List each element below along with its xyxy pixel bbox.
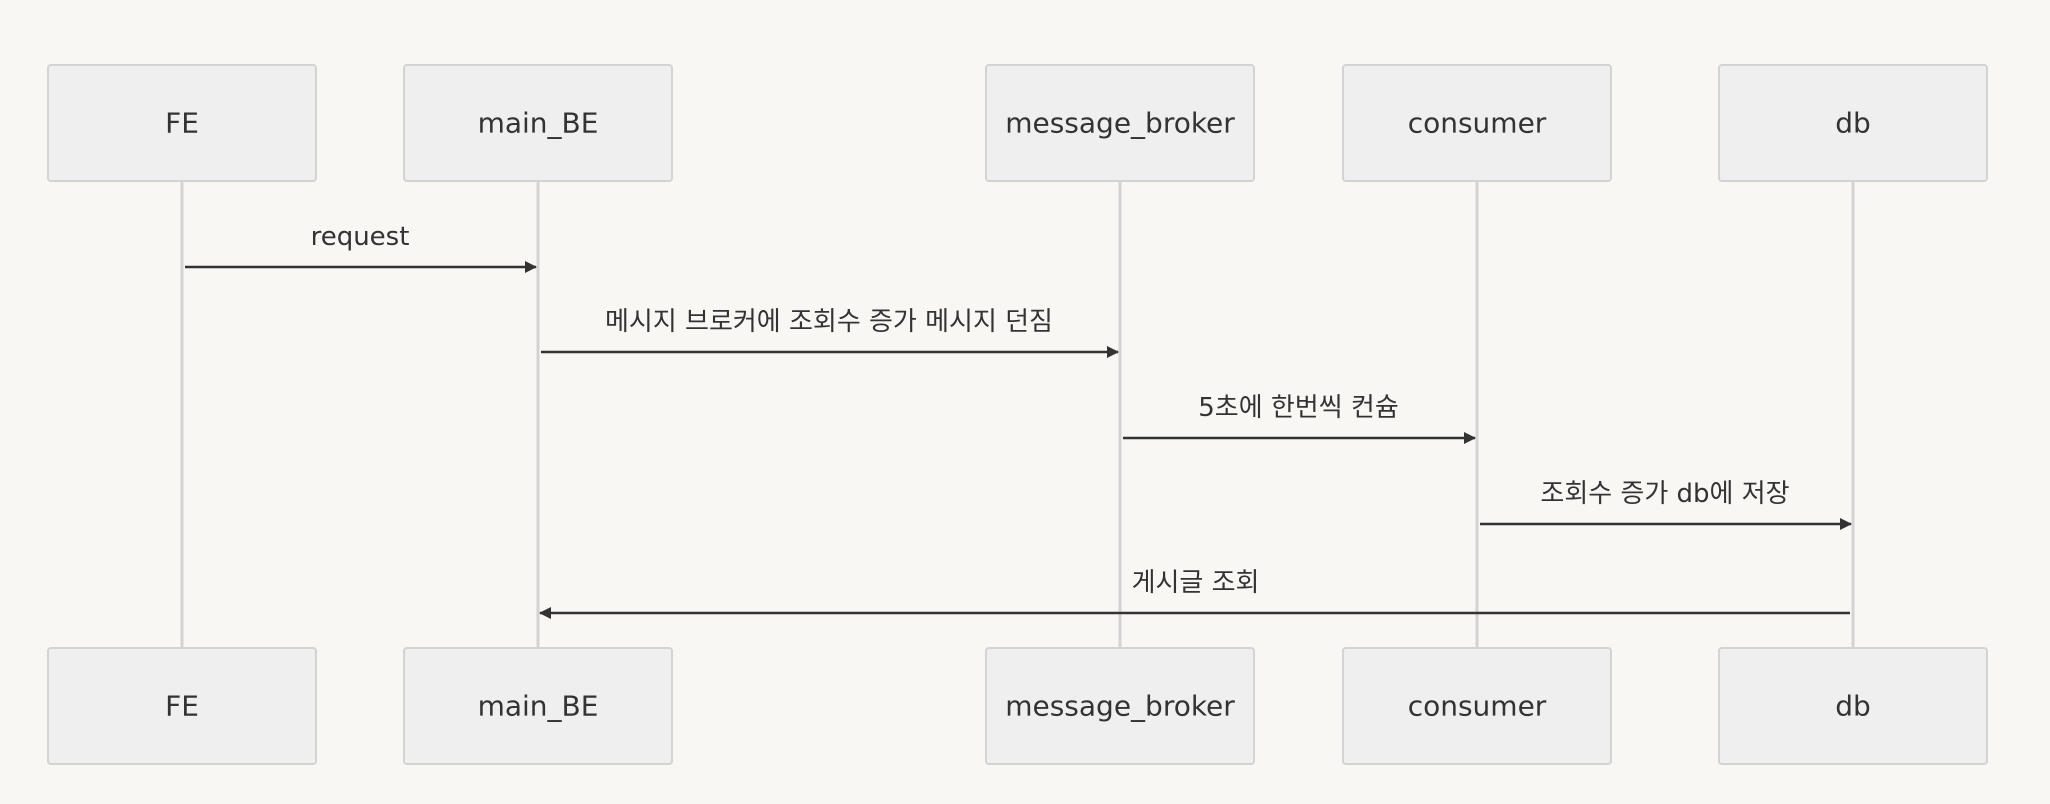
message-5: 게시글 조회: [539, 568, 1850, 619]
actors-bottom: FE main_BE message_broker consumer db: [47, 647, 1988, 765]
actor-label: FE: [165, 107, 199, 140]
actor-box: [1342, 647, 1612, 765]
message-3: 5초에 한번씩 컨슘: [1123, 393, 1476, 444]
actor-label: db: [1835, 690, 1871, 723]
actor-consumer-top: consumer: [1342, 64, 1612, 182]
actor-label: consumer: [1408, 107, 1547, 140]
actor-consumer-bottom: consumer: [1342, 647, 1612, 765]
actor-box: [403, 64, 673, 182]
messages: request 메시지 브로커에 조회수 증가 메시지 던짐 5초에 한번씩 컨슘조…: [185, 222, 1852, 619]
actor-box: [1342, 64, 1612, 182]
actor-label: message_broker: [1005, 690, 1235, 723]
actor-box: [985, 647, 1255, 765]
message-label: 5초에 한번씩 컨슘: [1198, 393, 1399, 423]
actor-box: [1718, 64, 1988, 182]
actor-box: [403, 647, 673, 765]
actor-label: message_broker: [1005, 107, 1235, 140]
actor-message_broker-bottom: message_broker: [985, 647, 1255, 765]
message-2: 메시지 브로커에 조회수 증가 메시지 던짐: [541, 307, 1119, 358]
message-1: request: [185, 222, 537, 273]
message-label: 조회수 증가 db에 저장: [1540, 479, 1789, 509]
actor-box: [47, 647, 317, 765]
actor-FE-bottom: FE: [47, 647, 317, 765]
message-label: 메시지 브로커에 조회수 증가 메시지 던짐: [605, 307, 1053, 337]
actor-label: db: [1835, 107, 1871, 140]
lifelines: [180, 181, 1855, 648]
message-label: 게시글 조회: [1132, 568, 1260, 598]
actor-db-top: db: [1718, 64, 1988, 182]
actor-label: main_BE: [478, 107, 599, 140]
actor-message_broker-top: message_broker: [985, 64, 1255, 182]
actor-label: consumer: [1408, 690, 1547, 723]
actor-main_BE-bottom: main_BE: [403, 647, 673, 765]
actor-label: main_BE: [478, 690, 599, 723]
actors-top: FE main_BE message_broker consumer db: [47, 64, 1988, 182]
actor-FE-top: FE: [47, 64, 317, 182]
actor-box: [985, 64, 1255, 182]
message-label: request: [311, 222, 410, 252]
actor-box: [1718, 647, 1988, 765]
actor-label: FE: [165, 690, 199, 723]
actor-main_BE-top: main_BE: [403, 64, 673, 182]
actor-box: [47, 64, 317, 182]
message-4: 조회수 증가 db에 저장: [1480, 479, 1852, 530]
actor-db-bottom: db: [1718, 647, 1988, 765]
